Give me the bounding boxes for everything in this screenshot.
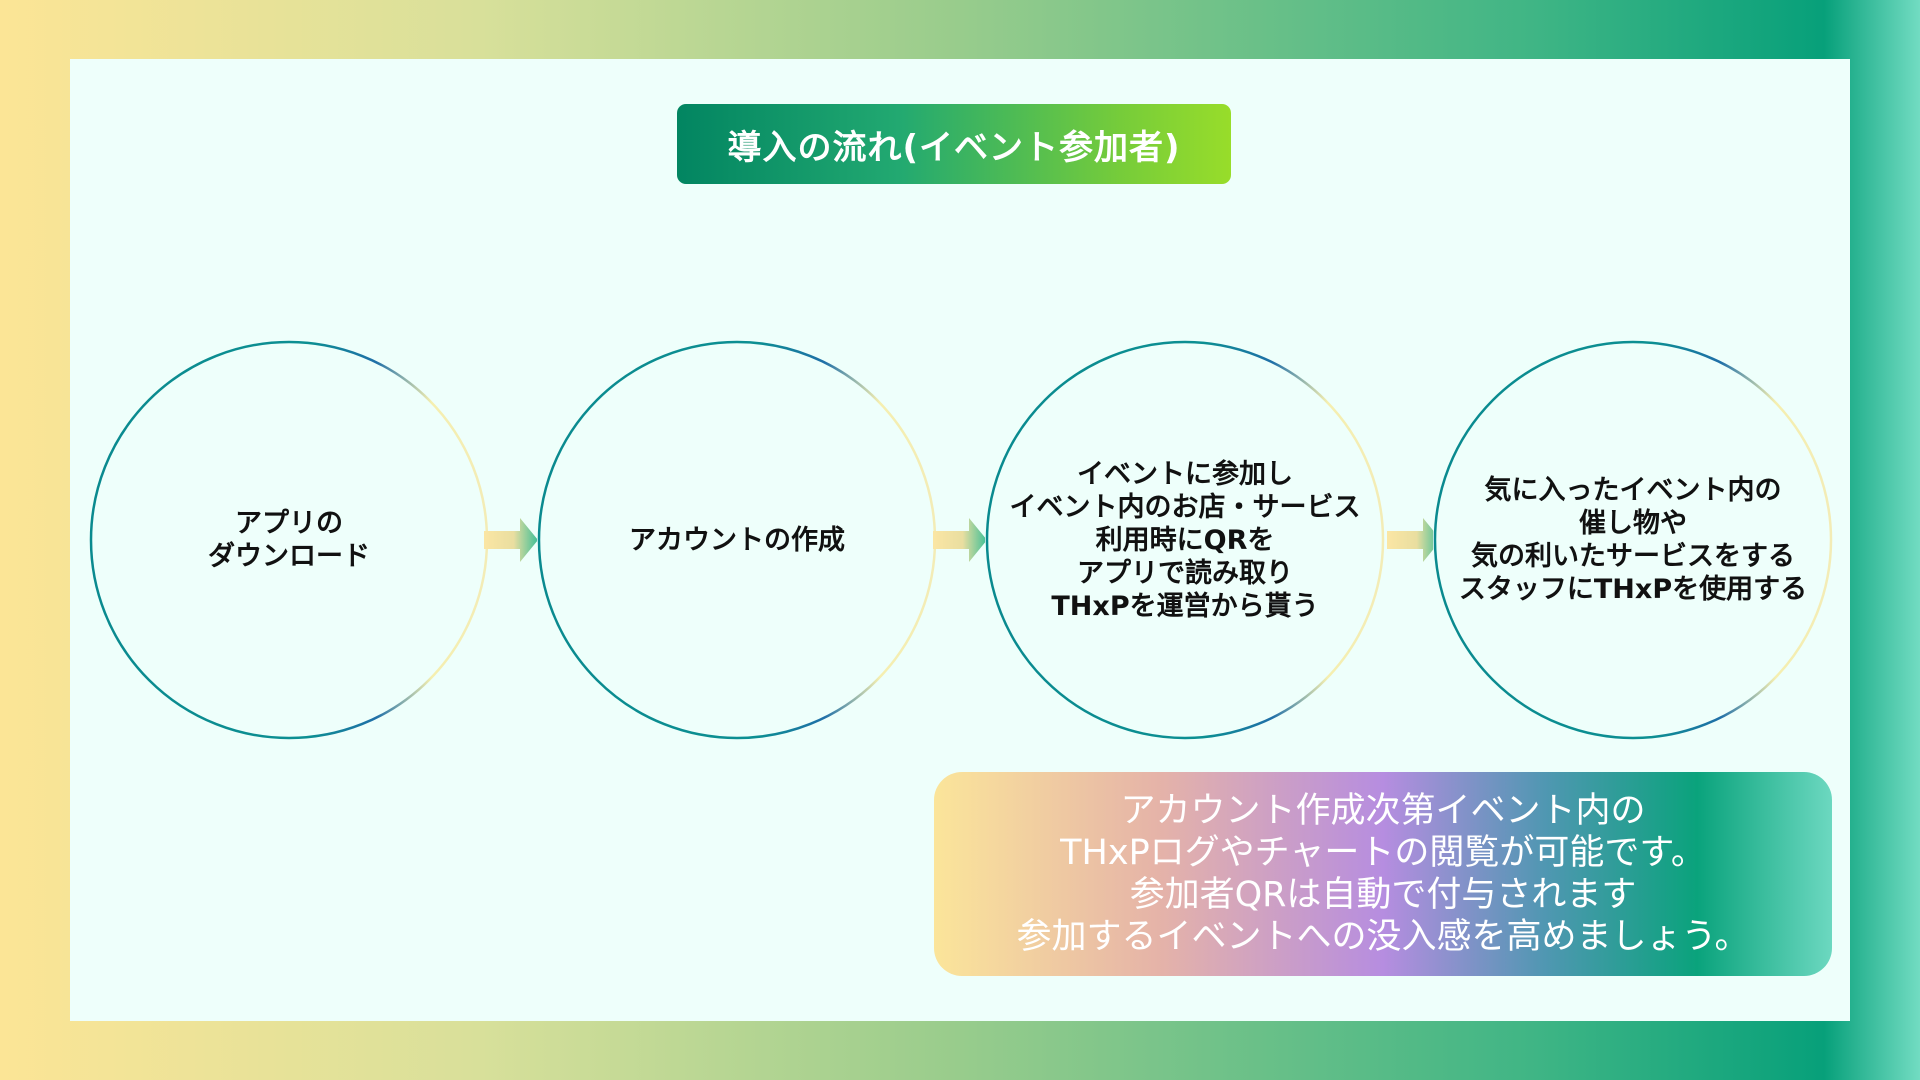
step-1-circle: アプリの ダウンロード bbox=[89, 340, 489, 740]
title-banner: 導入の流れ(イベント参加者) bbox=[677, 104, 1231, 184]
step-4-ring bbox=[1433, 340, 1833, 740]
step-3-label: イベントに参加し イベント内のお店・サービス 利用時にQRを アプリで読み取り … bbox=[1009, 458, 1361, 622]
step-2-circle: アカウントの作成 bbox=[537, 340, 937, 740]
step-1-label: アプリの ダウンロード bbox=[208, 508, 370, 572]
step-4-label: 気に入ったイベント内の 催し物や 気の利いたサービスをする スタッフにTHxPを… bbox=[1458, 475, 1808, 605]
step-3-circle: イベントに参加し イベント内のお店・サービス 利用時にQRを アプリで読み取り … bbox=[985, 340, 1385, 740]
step-4-circle: 気に入ったイベント内の 催し物や 気の利いたサービスをする スタッフにTHxPを… bbox=[1433, 340, 1833, 740]
page-title: 導入の流れ(イベント参加者) bbox=[727, 127, 1181, 168]
arrow-right-icon bbox=[1387, 518, 1441, 562]
arrow-right-icon bbox=[484, 518, 538, 562]
step-3-ring bbox=[985, 340, 1385, 740]
info-note: アカウント作成次第イベント内の THxPログやチャートの閲覧が可能です。 参加者… bbox=[934, 772, 1832, 976]
step-2-label: アカウントの作成 bbox=[629, 524, 845, 556]
arrow-right-icon bbox=[933, 518, 987, 562]
info-note-text: アカウント作成次第イベント内の THxPログやチャートの閲覧が可能です。 参加者… bbox=[1016, 791, 1750, 957]
